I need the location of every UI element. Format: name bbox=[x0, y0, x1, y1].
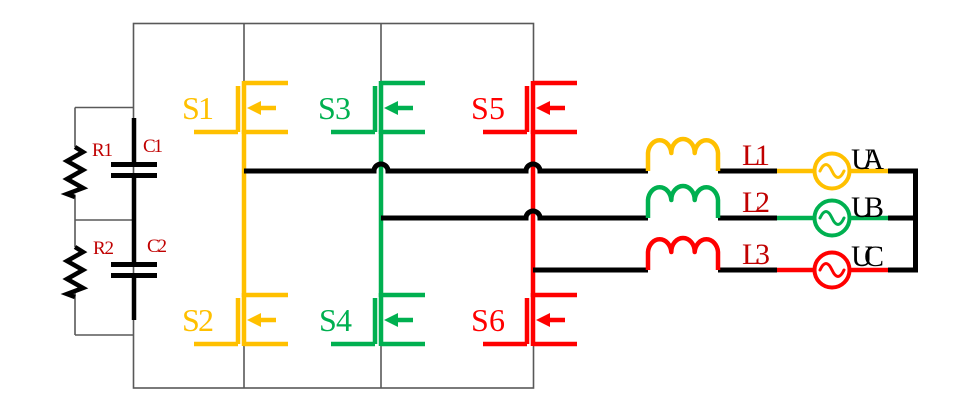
inductor-l3 bbox=[645, 235, 721, 270]
source-uc-label: UC bbox=[851, 240, 884, 273]
sine-wave-icon bbox=[818, 210, 846, 226]
source-ua-label: UA bbox=[851, 143, 884, 176]
switch-s3-label: S3 bbox=[318, 90, 351, 126]
source-ub-label: UB bbox=[851, 191, 884, 224]
inductor-l1-label: L1 bbox=[742, 139, 770, 172]
sine-wave-icon bbox=[818, 262, 846, 278]
leg-stub-wires bbox=[243, 23, 382, 388]
ac-source-uc bbox=[812, 250, 852, 290]
capacitor-c1 bbox=[111, 162, 157, 178]
inductor-l3-label: L3 bbox=[742, 238, 770, 271]
capacitor-c1-label: C1 bbox=[143, 136, 163, 157]
ac-source-ua bbox=[812, 151, 852, 191]
rc-branch-wires bbox=[74, 106, 134, 336]
capacitor-c2-label: C2 bbox=[147, 236, 167, 257]
switch-s5-label: S5 bbox=[471, 90, 505, 126]
resistor-r1 bbox=[60, 145, 89, 200]
phase-a-line bbox=[244, 161, 777, 174]
phase-b-line bbox=[381, 208, 777, 221]
inductor-l1 bbox=[645, 136, 721, 171]
capacitor-c2 bbox=[111, 262, 157, 278]
inductor-l2 bbox=[645, 183, 721, 218]
switch-s6-label: S6 bbox=[471, 302, 505, 338]
switch-s1-label: S1 bbox=[182, 90, 214, 126]
switch-s4-label: S4 bbox=[319, 302, 352, 338]
resistor-r2 bbox=[60, 245, 89, 300]
ac-source-ub bbox=[812, 198, 852, 238]
resistor-r1-label: R1 bbox=[92, 140, 113, 161]
switch-s2-label: S2 bbox=[182, 302, 214, 338]
sine-wave-icon bbox=[818, 163, 846, 179]
resistor-r2-label: R2 bbox=[93, 238, 114, 259]
neutral-bus bbox=[888, 168, 918, 273]
inductor-l2-label: L2 bbox=[742, 186, 770, 219]
